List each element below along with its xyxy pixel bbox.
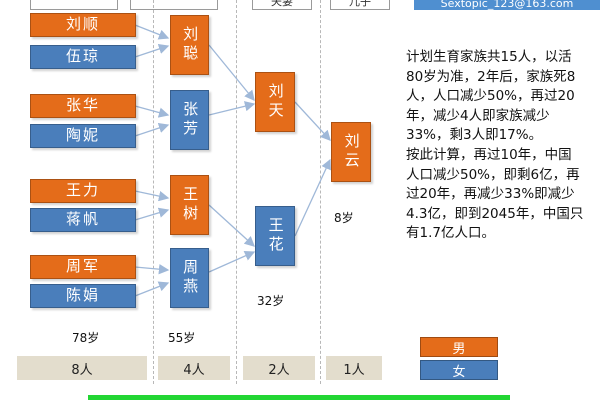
arrow-chenjuan-to-zhouyan (134, 281, 170, 297)
header-partial-box-1 (30, 0, 118, 10)
column-separator-3 (320, 0, 321, 384)
person-taoni: 陶妮 (30, 124, 136, 148)
arrow-zhoujun-to-zhouyan (134, 263, 170, 275)
person-zhouyan: 周燕 (170, 248, 209, 308)
person-wuqiong: 伍琼 (30, 45, 136, 69)
header-partial-box-2 (130, 0, 218, 10)
explanation-paragraph-1: 计划生育家族共15人，以活80岁为准，2年后，家族死8人，人口减少50%，再过2… (406, 49, 576, 144)
age-label-gen2: 55岁 (168, 331, 196, 345)
count-gen4: 1人 (326, 356, 382, 380)
person-liucong: 刘聪 (170, 15, 209, 75)
arrow-taoni-to-zhangfang (134, 122, 170, 137)
person-chenjuan: 陈娟 (30, 284, 136, 308)
arrow-zhangfang-to-liutian (208, 101, 256, 116)
email-banner: Sextopic_123@163.com (414, 0, 600, 10)
arrow-liucong-to-liutian (208, 44, 255, 102)
person-zhoujun: 周军 (30, 255, 136, 279)
arrow-wanghua-to-liuyun (294, 158, 331, 237)
age-label-gen4: 8岁 (334, 211, 354, 225)
arrow-wangli-to-wangshu (134, 190, 170, 202)
arrow-liutian-to-liuyun (294, 101, 331, 141)
count-gen3: 2人 (243, 356, 315, 380)
explanation-text: 计划生育家族共15人，以活80岁为准，2年后，家族死8人，人口减少50%，再过2… (406, 48, 584, 244)
person-zhanghua: 张华 (30, 94, 136, 118)
person-liushun: 刘顺 (30, 13, 136, 37)
header-partial-box-4: 儿子 (330, 0, 390, 10)
bottom-accent-line (88, 395, 510, 400)
header-partial-box-3: 夫妻 (252, 0, 312, 10)
column-separator-1 (153, 0, 154, 384)
count-gen2: 4人 (158, 356, 230, 380)
arrow-wuqiong-to-liucong (134, 43, 170, 58)
arrow-liushun-to-liucong (134, 24, 170, 40)
person-wanghua: 王花 (255, 206, 295, 266)
legend-male: 男 (420, 337, 498, 357)
person-liutian: 刘天 (255, 72, 295, 132)
explanation-paragraph-2: 按此计算，再过10年，中国人口减少50%，即剩6亿，再过20年，再减少33%即减… (406, 146, 584, 242)
person-wangshu: 王树 (170, 175, 209, 235)
age-label-gen1: 78岁 (72, 331, 100, 345)
count-gen1: 8人 (17, 356, 147, 380)
arrow-wangshu-to-wanghua (208, 204, 255, 247)
person-wangli: 王力 (30, 179, 136, 203)
person-jiangfan: 蒋帆 (30, 208, 136, 232)
legend-female: 女 (420, 360, 498, 380)
person-zhangfang: 张芳 (170, 90, 209, 150)
arrow-zhanghua-to-zhangfang (134, 105, 170, 118)
age-label-gen3: 32岁 (257, 294, 285, 308)
person-liuyun: 刘云 (331, 122, 371, 182)
arrow-jiangfan-to-wangshu (134, 207, 170, 221)
arrow-zhouyan-to-wanghua (208, 250, 256, 273)
column-separator-2 (236, 0, 237, 384)
